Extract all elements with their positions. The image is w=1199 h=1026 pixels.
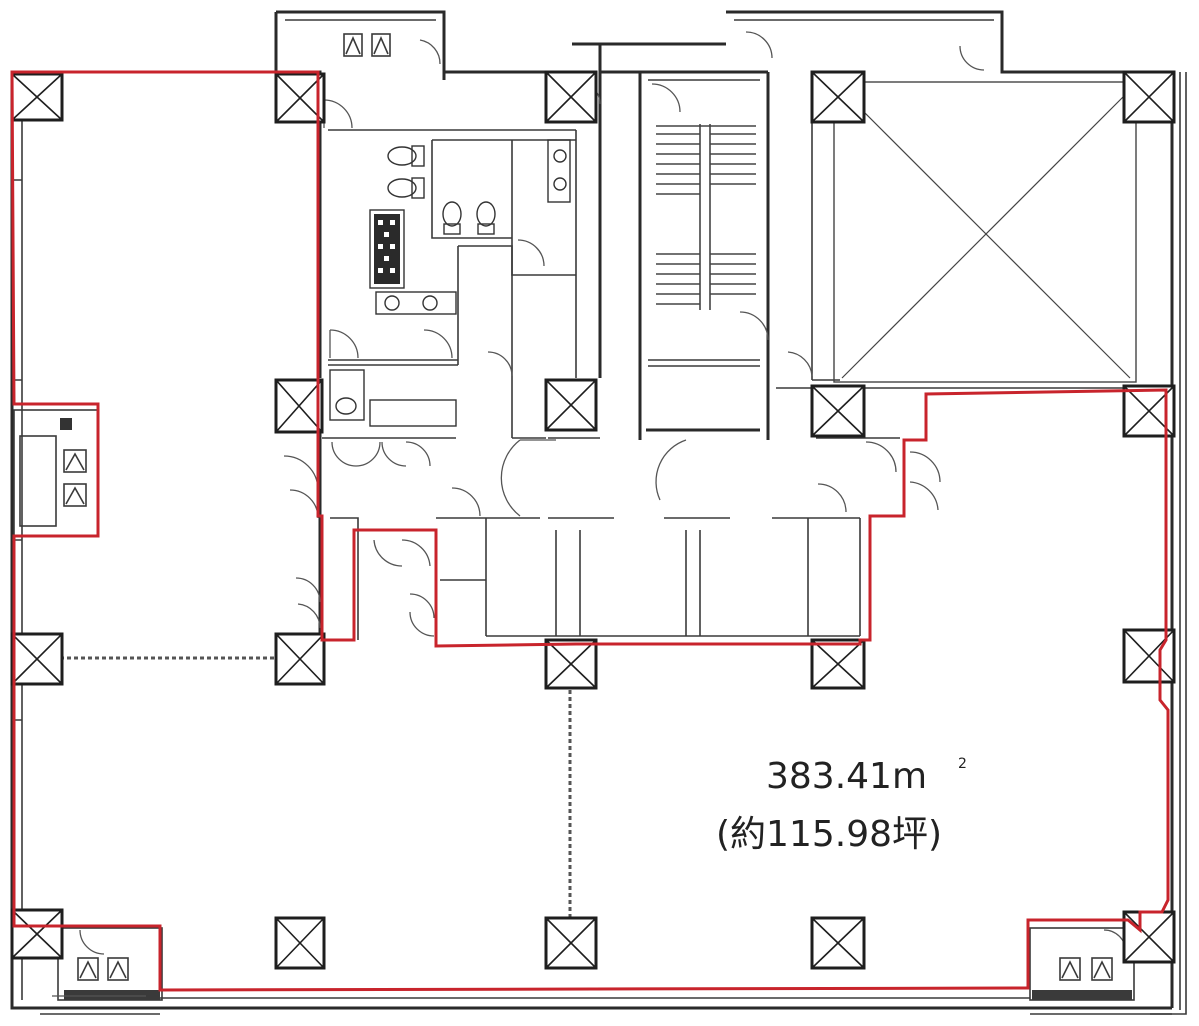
bottom-right-shaft (1029, 927, 1135, 1001)
tiled-floor (374, 214, 400, 284)
column (274, 916, 326, 970)
area-value: 383.41 (766, 756, 892, 797)
area-unit: m (892, 756, 927, 797)
svg-text:383.41m: 383.41m (766, 756, 927, 797)
column (1122, 910, 1176, 964)
column (10, 72, 64, 122)
toilet-fixtures (329, 139, 571, 427)
column (544, 70, 598, 124)
doors (52, 31, 1127, 997)
column (544, 378, 598, 432)
column (810, 638, 866, 690)
lease-boundary (10, 70, 1170, 992)
column (810, 70, 866, 124)
outer-walls (10, 10, 1187, 1015)
column (544, 638, 598, 690)
column (544, 916, 598, 970)
column (274, 632, 326, 686)
column (274, 378, 324, 434)
column (810, 916, 866, 970)
left-elevator-shaft (13, 409, 99, 537)
column (274, 72, 326, 124)
column (10, 632, 64, 686)
inner-walls (12, 44, 1172, 918)
bottom-left-shaft (57, 927, 163, 1001)
stairwell (656, 124, 756, 310)
columns (10, 70, 1176, 970)
void-area (833, 81, 1137, 383)
area-tsubo: (約115.98坪) (716, 814, 942, 855)
column (1122, 70, 1176, 124)
column (810, 384, 866, 438)
area-label: 383.41m 2 (約115.98坪) (716, 756, 967, 855)
top-left-shaft (343, 33, 391, 57)
area-unit-superscript: 2 (958, 756, 967, 772)
column (10, 908, 64, 960)
